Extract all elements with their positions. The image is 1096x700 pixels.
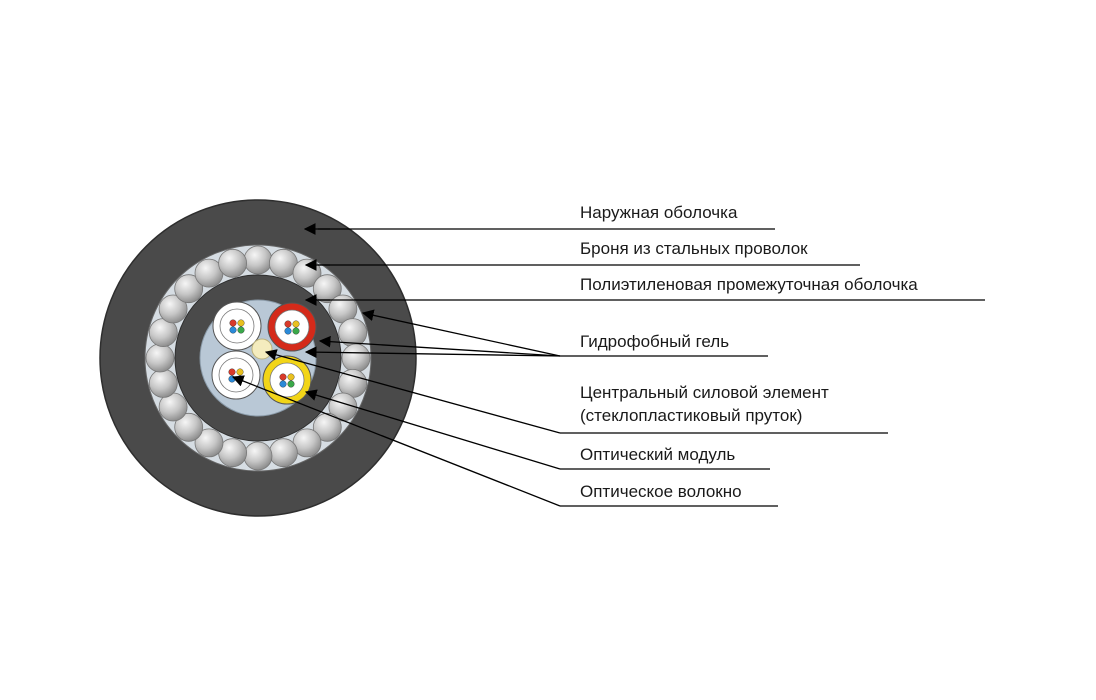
optical-module-white-bottom <box>211 350 261 400</box>
armor-wire <box>341 343 371 373</box>
leader-arrows <box>231 223 561 507</box>
cable-drawing <box>99 199 417 517</box>
armor-wire <box>194 428 224 458</box>
armor-wire <box>158 294 188 324</box>
arrow-gel-to-module <box>318 335 561 357</box>
label-module: Оптический модуль <box>580 445 735 464</box>
optical-fiber <box>279 373 287 381</box>
labels: Наружная оболочка Броня из стальных пров… <box>580 203 918 501</box>
armor-wire <box>174 412 204 442</box>
optical-fiber <box>229 326 237 334</box>
optical-fiber <box>237 319 245 327</box>
optical-fiber <box>292 320 300 328</box>
steel-armor-wires <box>145 245 371 471</box>
arrow-strength-member <box>264 349 561 434</box>
optical-fiber <box>237 326 245 334</box>
label-strength-member-line2: (стеклопластиковый пруток) <box>580 406 802 425</box>
armor-wire <box>148 368 178 398</box>
armor-wire <box>268 438 298 468</box>
optical-fiber <box>284 320 292 328</box>
module-gel-interior <box>274 309 310 345</box>
central-strength-member <box>251 338 273 360</box>
armor-wire <box>243 441 273 471</box>
armor-wire <box>174 274 204 304</box>
arrow-fiber <box>231 375 561 507</box>
optical-module-yellow <box>262 355 312 405</box>
optical-module-white-top <box>212 301 262 351</box>
armor-wire <box>312 412 342 442</box>
label-steel-armor: Броня из стальных проволок <box>580 239 808 258</box>
label-gel: Гидрофобный гель <box>580 332 729 351</box>
module-gel-interior <box>269 362 305 398</box>
optical-fiber <box>236 368 244 376</box>
module-gel-interior <box>219 308 255 344</box>
armor-wire <box>218 248 248 278</box>
label-strength-member-line1: Центральный силовой элемент <box>580 383 829 402</box>
arrow-module <box>304 389 561 470</box>
arrow-gel-to-core <box>304 346 561 359</box>
optical-fiber <box>292 327 300 335</box>
optical-fiber <box>228 368 236 376</box>
armor-wire <box>145 343 175 373</box>
optical-fiber <box>228 375 236 383</box>
optical-fiber <box>287 380 295 388</box>
optical-fiber <box>284 327 292 335</box>
label-fiber: Оптическое волокно <box>580 482 742 501</box>
arrow-gel-to-armor-bed <box>361 309 561 357</box>
armor-wire <box>312 274 342 304</box>
armor-wire <box>243 245 273 275</box>
optical-fiber <box>229 319 237 327</box>
label-underlines <box>318 228 985 507</box>
label-outer-sheath: Наружная оболочка <box>580 203 738 222</box>
optical-fiber <box>287 373 295 381</box>
optical-module-red <box>267 302 317 352</box>
optical-fiber <box>279 380 287 388</box>
label-inner-sheath: Полиэтиленовая промежуточная оболочка <box>580 275 918 294</box>
module-gel-interior <box>218 357 254 393</box>
